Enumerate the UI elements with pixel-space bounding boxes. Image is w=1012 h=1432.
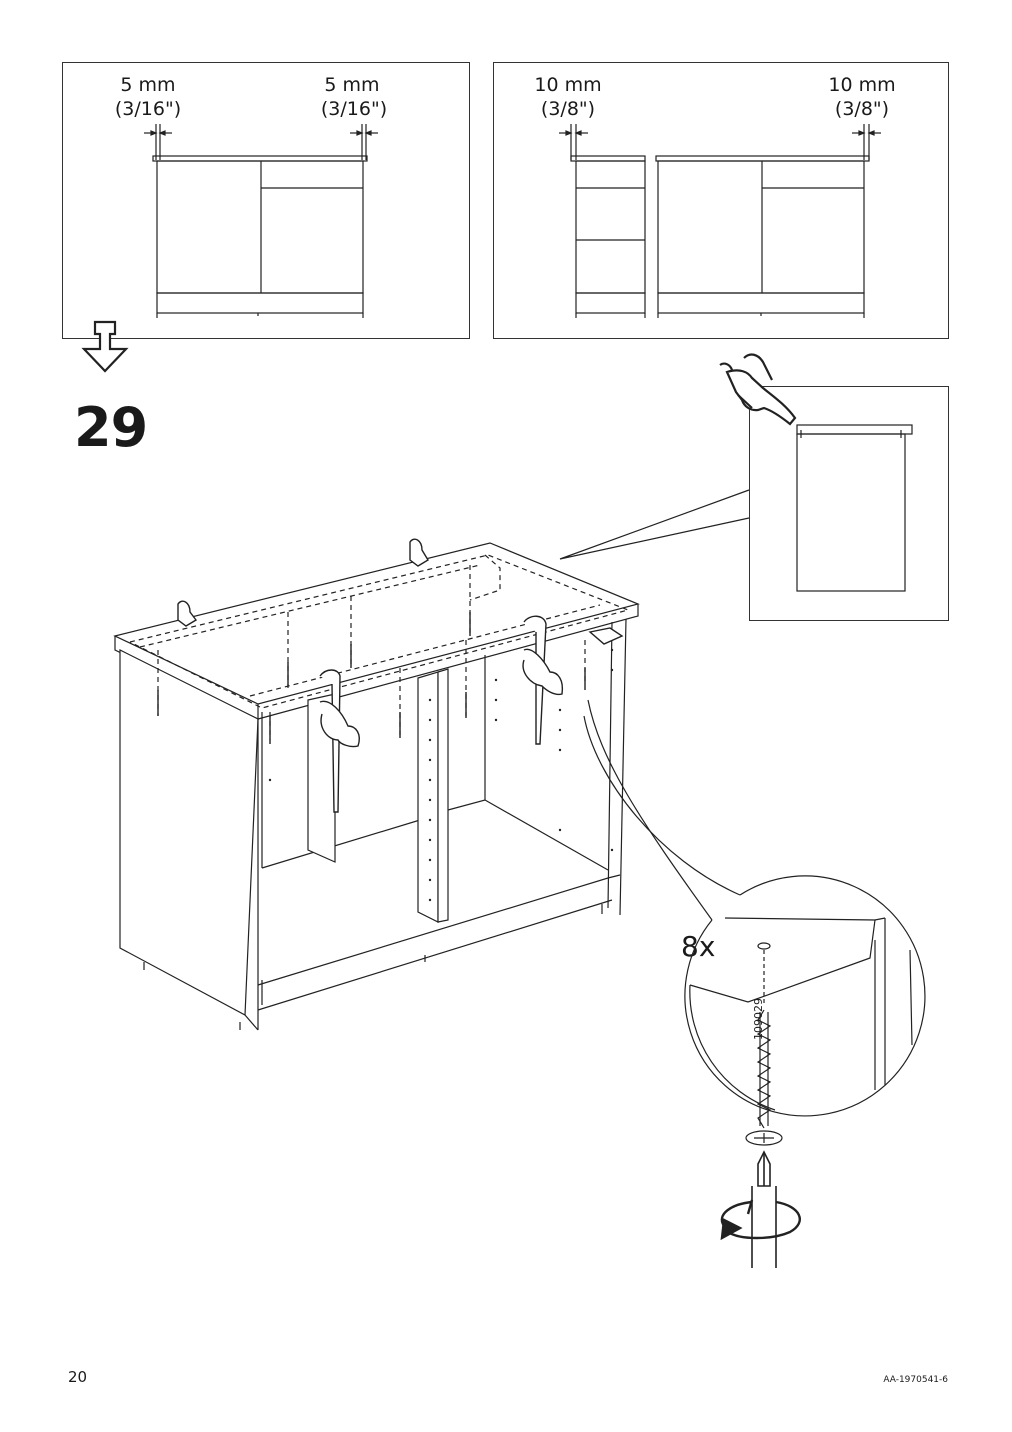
base-cabinet-assembly xyxy=(113,538,640,1031)
screw-icon xyxy=(745,1009,783,1146)
drawer-cabinet-front xyxy=(570,155,646,318)
step-number: 29 xyxy=(74,396,148,459)
dim-left-mm: 10 mm xyxy=(534,74,602,96)
page-number: 20 xyxy=(68,1368,88,1386)
dim-arrows-right-panel xyxy=(559,124,881,160)
screw-quantity: 8x xyxy=(681,930,716,963)
rotate-arrow-icon xyxy=(720,1199,801,1241)
dim-right-in: (3/8") xyxy=(834,98,890,120)
dim-left-in: (3/8") xyxy=(540,98,596,120)
zoom-leader xyxy=(587,699,713,921)
inset-leader-lines xyxy=(559,489,750,560)
pointing-hand-icon xyxy=(719,353,797,426)
screwdriver-icon xyxy=(751,1150,777,1268)
dim-left-mm: 5 mm xyxy=(120,74,176,96)
cabinet-front-right xyxy=(655,155,870,318)
dim-arrows-left-panel xyxy=(144,124,378,160)
cabinet-front-left xyxy=(152,155,368,318)
magnified-screw-detail xyxy=(684,875,926,1117)
dim-left-in: (3/16") xyxy=(114,98,182,120)
dim-right-in: (3/16") xyxy=(320,98,388,120)
document-id: AA-1970541-6 xyxy=(883,1375,948,1385)
inset-countertop-side xyxy=(796,424,913,592)
clamp-icon xyxy=(177,538,624,813)
down-arrow-icon xyxy=(81,320,129,373)
dim-right-mm: 5 mm xyxy=(324,74,380,96)
dim-right-mm: 10 mm xyxy=(828,74,896,96)
